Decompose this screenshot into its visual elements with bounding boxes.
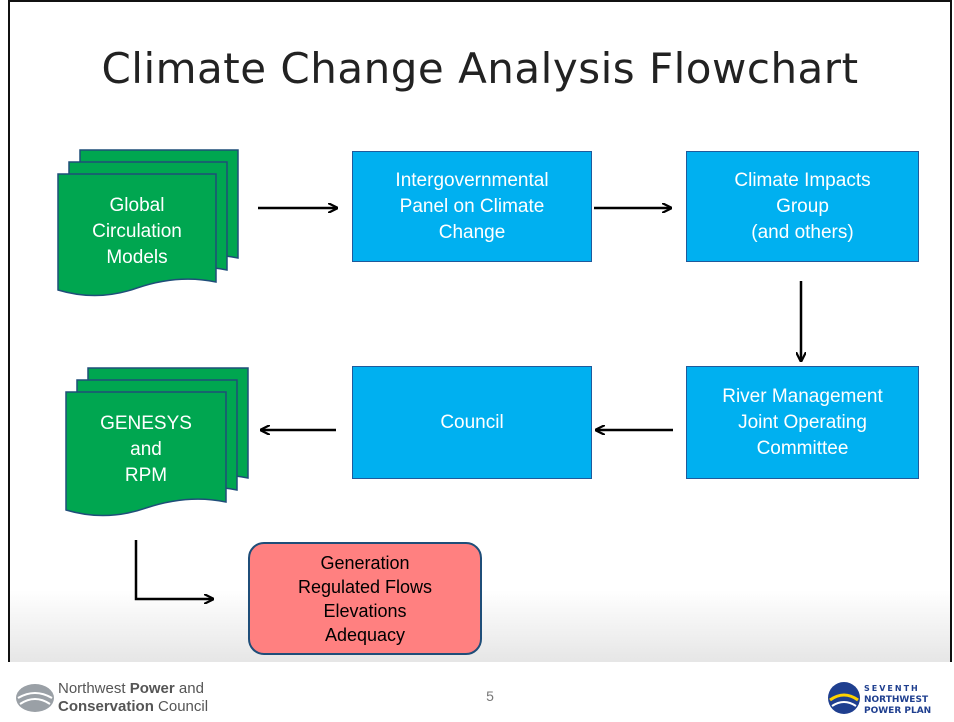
seventh-power-plan-logo: SEVENTH NORTHWEST POWER PLAN — [828, 682, 931, 716]
genesys-document-stack — [65, 367, 249, 517]
svg-text:SEVENTH: SEVENTH — [864, 684, 920, 693]
gcm-label: Global Circulation Models — [92, 195, 182, 268]
council-logo-icon — [16, 684, 54, 712]
arrow-genesys-to-outputs — [134, 540, 212, 599]
svg-text:POWER PLAN: POWER PLAN — [864, 706, 931, 716]
slide-border — [8, 0, 952, 662]
council-box: Council — [352, 366, 592, 479]
ipcc-box: Intergovernmental Panel on Climate Chang… — [352, 151, 592, 262]
gcm-document-stack — [57, 149, 239, 297]
genesys-label: GENESYS and RPM — [100, 413, 192, 486]
svg-text:NORTHWEST: NORTHWEST — [864, 695, 929, 705]
river-management-joc-box: River Management Joint Operating Committ… — [686, 366, 919, 479]
page-number: 5 — [486, 688, 494, 704]
climate-impacts-group-box: Climate Impacts Group (and others) — [686, 151, 919, 262]
outputs-box: Generation Regulated Flows Elevations Ad… — [248, 542, 482, 655]
council-name: Northwest Power and Conservation Council — [58, 680, 209, 715]
slide-title: Climate Change Analysis Flowchart — [101, 44, 859, 93]
